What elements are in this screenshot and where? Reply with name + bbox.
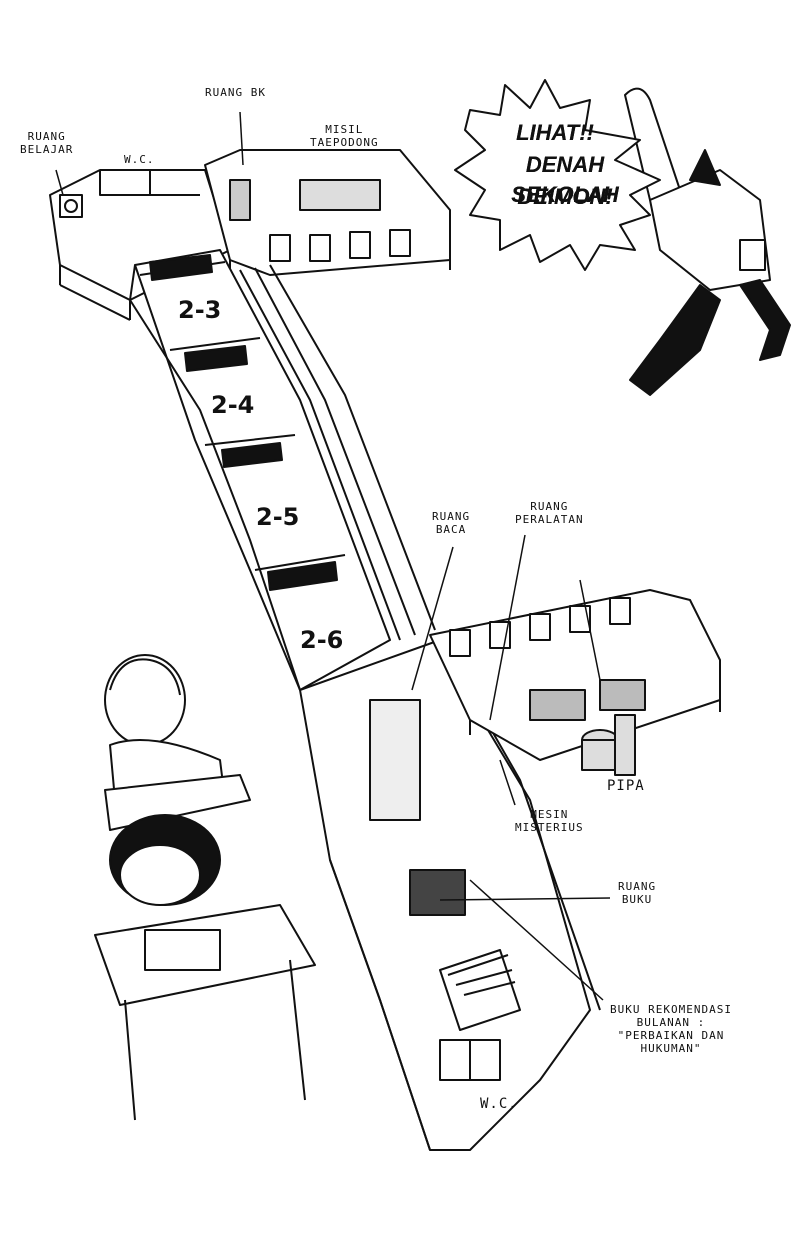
label-mesin-misterius: MESIN MISTERIUS	[515, 808, 584, 834]
right-building	[429, 589, 721, 776]
label-wc-bottom: W.C.	[480, 1096, 518, 1112]
top-right-building	[204, 149, 451, 276]
label-misil-taepodong: MISIL TAEPODONG	[310, 123, 379, 149]
shout-line-3: DEIMON!	[517, 184, 613, 209]
room-2-5-label: 2-5	[256, 503, 300, 531]
students-at-desks	[94, 654, 316, 1121]
shout-line-2: DENAH SEKOLAH	[511, 152, 619, 207]
room-2-4-label: 2-4	[211, 391, 255, 419]
room-2-3-label: 2-3	[178, 296, 222, 324]
label-pipa: PIPA	[607, 778, 645, 794]
label-ruang-buku: RUANG BUKU	[618, 880, 657, 906]
room-2-6-label: 2-6	[300, 626, 344, 654]
shout-line-1: LIHAT!!	[516, 120, 594, 145]
label-wc-top: W.C.	[124, 153, 155, 166]
label-ruang-baca: RUANG BACA	[432, 510, 471, 536]
label-ruang-bk: RUANG BK	[205, 86, 266, 99]
label-ruang-peralatan: RUANG PERALATAN	[515, 500, 584, 526]
label-ruang-belajar: RUANG BELAJAR	[20, 130, 74, 156]
jumping-character	[624, 87, 791, 396]
label-buku-rekomendasi: BUKU REKOMENDASI BULANAN : "PERBAIKAN DA…	[610, 1003, 732, 1055]
pointer-lines	[55, 111, 611, 1001]
shout-burst	[454, 79, 661, 271]
classroom-wing	[129, 249, 436, 691]
